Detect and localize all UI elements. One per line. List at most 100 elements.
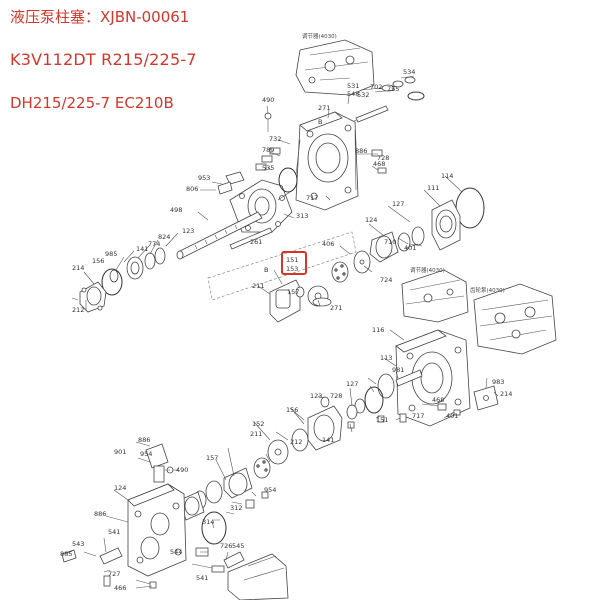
callout-label: 981 bbox=[392, 366, 404, 374]
piston-group-bracket bbox=[207, 231, 357, 301]
callout-label: 710 bbox=[384, 238, 396, 246]
callout-label: 401 bbox=[404, 244, 416, 252]
rotating-group-top bbox=[331, 187, 485, 283]
callout-label: 156 bbox=[92, 257, 104, 265]
callout-label: 141 bbox=[322, 436, 334, 444]
highlight-label-153: 153 bbox=[286, 265, 298, 273]
swash-mid-drawing bbox=[267, 396, 343, 465]
header-part-number: 液压泵柱塞：XJBN-00061 bbox=[10, 8, 190, 26]
callout-label: 123 bbox=[310, 392, 322, 400]
callout-label: 498 bbox=[170, 206, 182, 214]
callout-label: 732 bbox=[269, 135, 281, 143]
callout-label: 314 bbox=[202, 518, 214, 526]
piston-group-top bbox=[269, 279, 332, 323]
callout-label: 114 bbox=[441, 172, 453, 180]
gear-pump-drawing bbox=[473, 283, 557, 355]
callout-label: 983 bbox=[492, 378, 504, 386]
callout-label: 789 bbox=[262, 146, 274, 154]
callout-label: 953 bbox=[198, 174, 210, 182]
callout-label: 534 bbox=[403, 68, 415, 76]
callout-label: 152 bbox=[252, 420, 264, 428]
callout-label: 535 bbox=[262, 164, 274, 172]
callout-label: B bbox=[318, 118, 322, 126]
callout-label: 755 bbox=[387, 85, 399, 93]
callout-label: 985 bbox=[105, 250, 117, 258]
callout-label: 401 bbox=[446, 412, 458, 420]
caption-regulator-top: 调节器(4030) bbox=[302, 32, 337, 40]
callout-label: 954 bbox=[140, 450, 152, 458]
shaft-drawing bbox=[176, 211, 263, 260]
callout-label: 116 bbox=[372, 326, 384, 334]
callout-label: 886 bbox=[355, 147, 367, 155]
callout-label: 113 bbox=[380, 354, 392, 362]
callout-label: 406 bbox=[322, 240, 334, 248]
fittings-top bbox=[217, 112, 387, 195]
callout-label: 214 bbox=[72, 264, 84, 272]
bracket-right-mid bbox=[437, 385, 499, 416]
callout-label: 702 bbox=[370, 83, 382, 91]
highlight-label-151: 151 bbox=[286, 256, 298, 264]
callout-label: 541 bbox=[108, 528, 120, 536]
callout-label: 490 bbox=[176, 466, 188, 474]
callout-label: 532 bbox=[357, 91, 369, 99]
callout-label: 141 bbox=[136, 245, 148, 253]
rotating-group-bottom bbox=[179, 457, 271, 545]
callout-label: 901 bbox=[114, 448, 126, 456]
bearings-top-left bbox=[101, 247, 166, 296]
callout-label: 885 bbox=[60, 550, 72, 558]
callout-label: 806 bbox=[186, 185, 198, 193]
callout-label: 212 bbox=[290, 438, 302, 446]
callout-label: 157 bbox=[206, 454, 218, 462]
callout-label: 212 bbox=[72, 306, 84, 314]
callout-label: 157 bbox=[287, 288, 299, 296]
highlight-piston-box bbox=[281, 251, 307, 275]
housing-top-drawing bbox=[295, 111, 359, 211]
callout-label: 123 bbox=[182, 227, 194, 235]
callout-label: 127 bbox=[392, 200, 404, 208]
header-machine-models: DH215/225-7 EC210B bbox=[10, 94, 174, 112]
regulator-mid-drawing bbox=[401, 269, 469, 323]
callout-label: 543 bbox=[72, 540, 84, 548]
callout-label: 313 bbox=[296, 212, 308, 220]
callout-label: 271 bbox=[318, 104, 330, 112]
callout-label: 312 bbox=[230, 504, 242, 512]
callout-label: 726 bbox=[220, 542, 232, 550]
caption-gear-pump: 齿轮泵(4030) bbox=[470, 286, 505, 294]
callout-label: 111 bbox=[427, 184, 439, 192]
callout-label: 824 bbox=[158, 233, 170, 241]
callout-label: 468 bbox=[432, 396, 444, 404]
callout-label: 211 bbox=[250, 430, 262, 438]
header-pump-model: K3V112DT R215/225-7 bbox=[10, 50, 197, 69]
callout-label: 127 bbox=[346, 380, 358, 388]
callout-label: 774 bbox=[148, 240, 160, 248]
callout-label: 724 bbox=[380, 276, 392, 284]
callout-label: 211 bbox=[252, 282, 264, 290]
callout-label: 545 bbox=[232, 542, 244, 550]
leader-lines bbox=[65, 75, 499, 589]
callout-label: 728 bbox=[330, 392, 342, 400]
callout-label: 541 bbox=[196, 574, 208, 582]
callout-label: 271 bbox=[330, 304, 342, 312]
callout-label: B bbox=[264, 266, 268, 274]
spring-parts-top bbox=[351, 76, 425, 123]
callout-label: 490 bbox=[262, 96, 274, 104]
callout-label: 717 bbox=[412, 412, 424, 420]
valve-block-bottom bbox=[127, 443, 187, 577]
callout-label: 466 bbox=[114, 584, 126, 592]
regulator-top-drawing bbox=[295, 39, 375, 96]
callout-label: 151 bbox=[376, 416, 388, 424]
callout-label: 261 bbox=[250, 238, 262, 246]
callout-label: 156 bbox=[286, 406, 298, 414]
callout-label: 124 bbox=[365, 216, 377, 224]
callout-label: 886 bbox=[94, 510, 106, 518]
callout-label: 531 bbox=[347, 82, 359, 90]
callout-label: 728 bbox=[377, 154, 389, 162]
callout-label: 548 bbox=[347, 90, 359, 98]
callout-label: 544 bbox=[170, 548, 182, 556]
callout-label: 717 bbox=[306, 194, 318, 202]
caption-regulator-mid: 调节器(4030) bbox=[410, 266, 445, 274]
housing-mid-drawing bbox=[395, 329, 471, 427]
callout-labels: 534755702532531548490271B732789535886728… bbox=[60, 68, 512, 592]
